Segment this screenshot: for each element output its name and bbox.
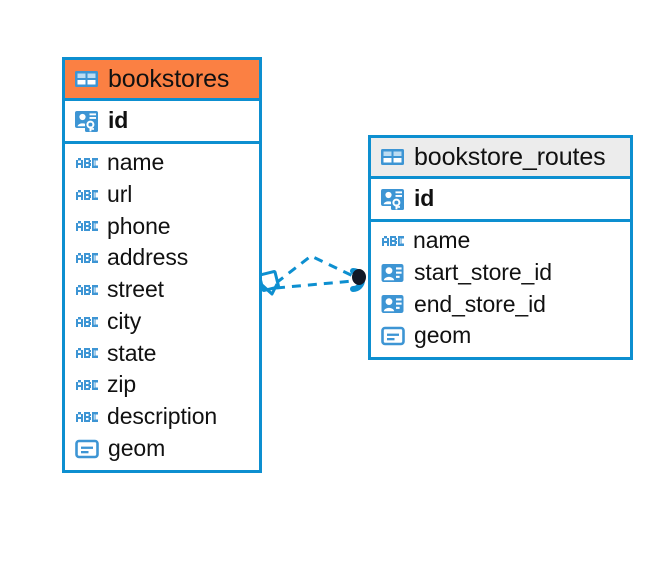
field-label: geom [414,322,472,349]
field-row-street[interactable]: street [65,274,259,306]
relationship-line-lower [275,279,354,290]
field-label: zip [107,371,137,398]
entity-title: bookstore_routes [414,143,606,171]
field-label: geom [108,434,166,461]
abc-text-icon [76,411,98,422]
field-row-id[interactable]: id [371,179,630,219]
abc-text-icon [76,284,98,295]
geometry-icon [75,439,99,458]
table-icon [381,149,404,166]
field-label: url [107,180,133,207]
entity-bookstores[interactable]: bookstores id [62,57,262,473]
field-label: start_store_id [414,258,552,285]
field-row-geom[interactable]: geom [371,320,630,352]
abc-text-icon [76,157,98,168]
field-label: state [107,339,157,366]
entity-bookstore-routes[interactable]: bookstore_routes id [368,135,633,360]
field-section: name start_store_id [371,222,630,357]
field-row-geom[interactable]: geom [65,433,259,465]
relationship-connector[interactable] [250,240,390,320]
one-filled-circle-marker [350,268,366,292]
abc-text-icon [76,348,98,359]
abc-text-icon [76,380,98,391]
abc-text-icon [76,253,98,264]
foreign-key-icon [381,263,404,282]
field-label: phone [107,212,171,239]
entity-header-bookstore-routes[interactable]: bookstore_routes [371,138,630,180]
field-row-address[interactable]: address [65,242,259,274]
field-row-url[interactable]: url [65,179,259,211]
field-row-id[interactable]: id [65,101,259,141]
field-label: address [107,244,189,271]
abc-text-icon [382,235,404,246]
field-section: name url [65,144,259,470]
abc-text-icon [76,316,98,327]
field-row-name[interactable]: name [65,147,259,179]
field-label: street [107,276,164,302]
field-label: id [108,107,129,134]
field-row-zip[interactable]: zip [65,369,259,401]
field-row-name[interactable]: name [371,225,630,257]
field-label: name [107,149,165,175]
foreign-key-icon [381,295,404,314]
field-label: name [413,227,471,253]
field-row-end-store-id[interactable]: end_store_id [371,289,630,321]
entity-title: bookstores [108,65,230,93]
geometry-icon [381,326,405,346]
field-label: city [107,307,142,334]
field-label: id [414,185,435,212]
zero-or-many-diamond-marker [258,270,280,296]
relationship-line-upper [275,254,354,285]
field-label: end_store_id [414,290,546,317]
table-icon [75,71,98,88]
field-label: description [107,403,218,429]
field-row-description[interactable]: description [65,401,259,433]
entity-header-bookstores[interactable]: bookstores [65,60,259,102]
field-row-phone[interactable]: phone [65,211,259,243]
field-row-start-store-id[interactable]: start_store_id [371,257,630,289]
abc-text-icon [76,221,98,232]
primary-key-section: id [371,179,630,222]
abc-text-icon [76,189,98,200]
field-row-state[interactable]: state [65,338,259,370]
primary-key-icon [75,111,98,133]
primary-key-icon [381,189,404,211]
primary-key-section: id [65,101,259,144]
field-row-city[interactable]: city [65,306,259,338]
